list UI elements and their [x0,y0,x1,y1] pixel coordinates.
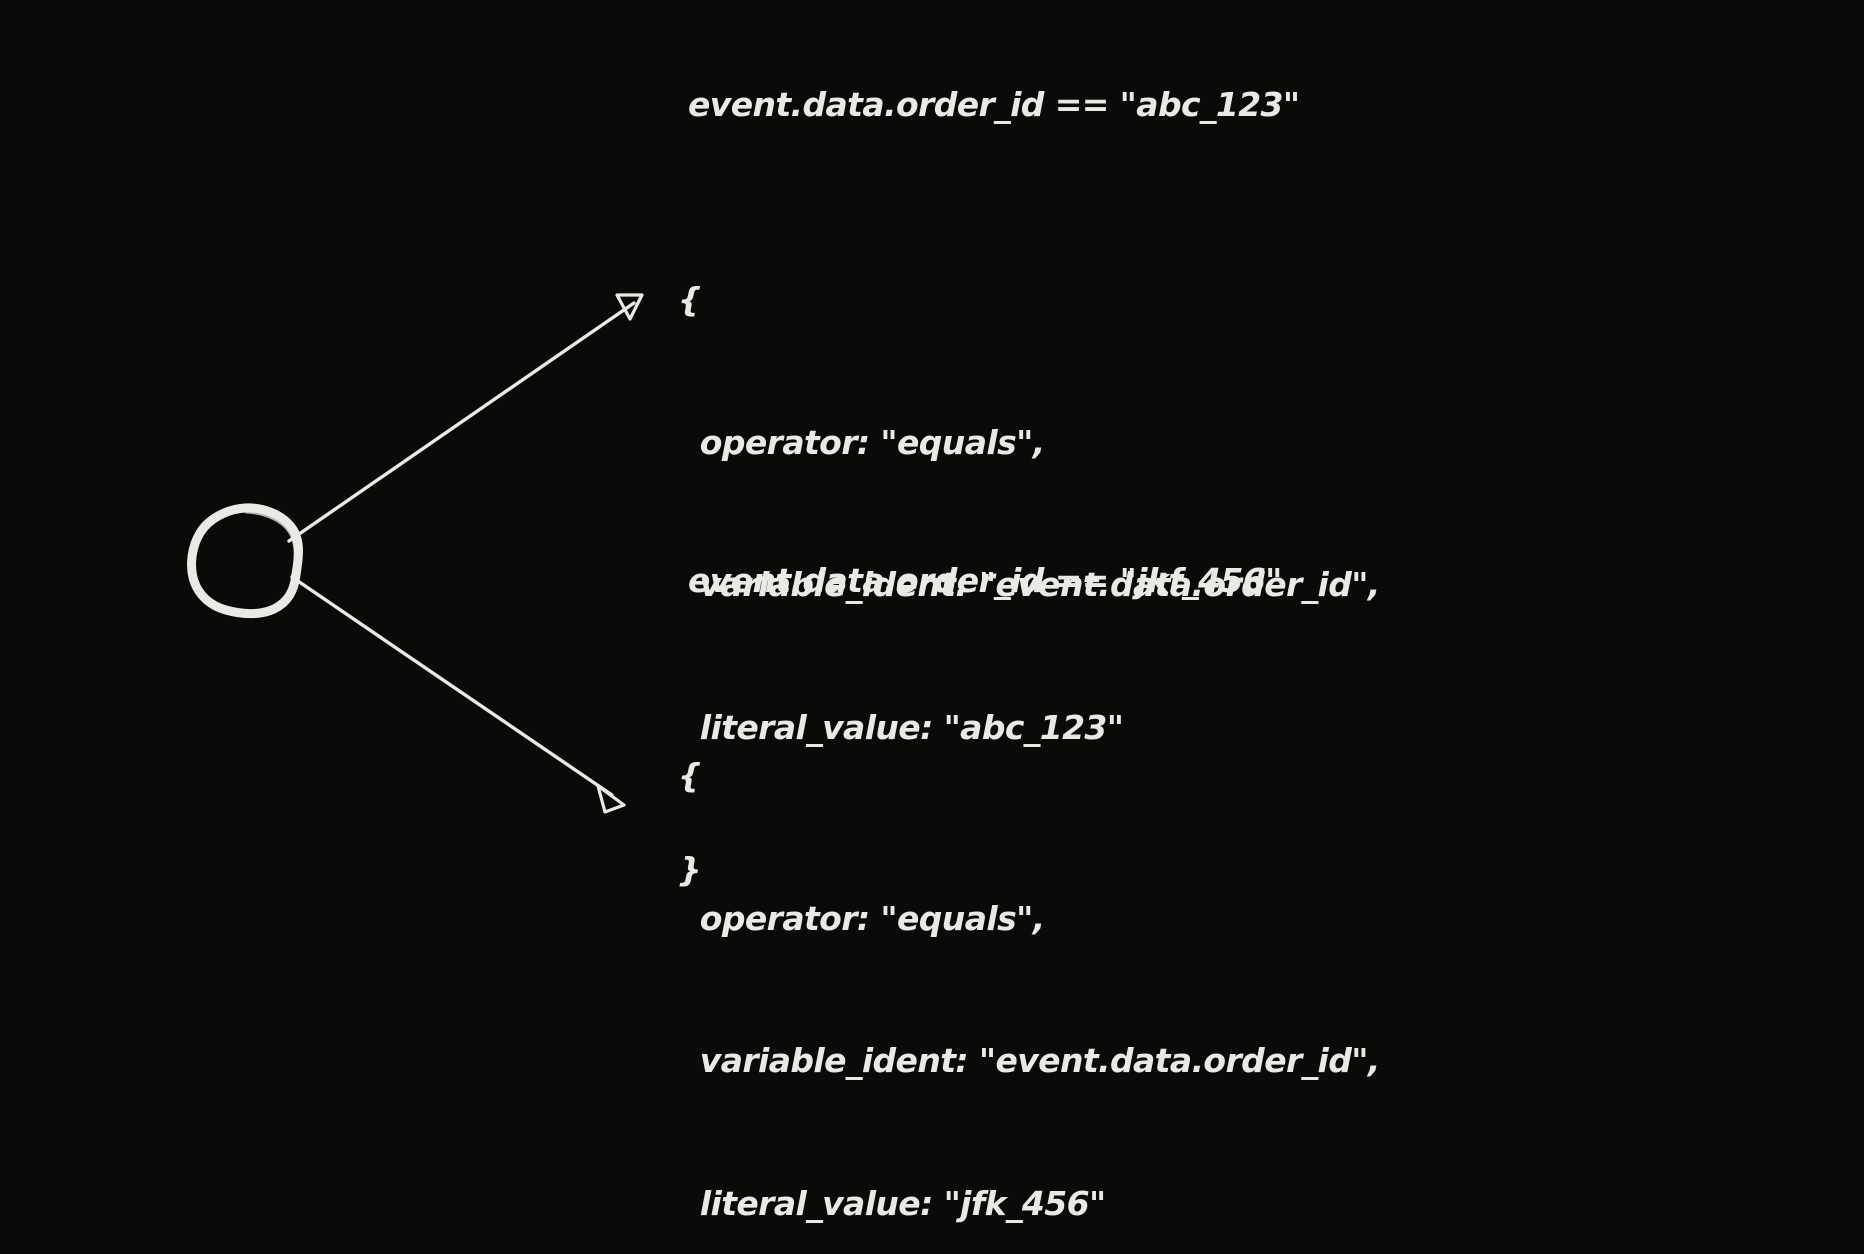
branch-one-line-operator: operator: "equals", [678,422,1045,462]
branch-one-line-close: } [678,850,702,889]
branch-one-line-variable-ident: variable_ident: "event.data.order_id", [678,565,1381,604]
branch-two-line-open: { [678,756,702,795]
branch-two-header: event.data.order_id == "jkf_456" [688,561,1282,600]
branch-two-body: { operator: "equals", variable_ident: "e… [678,657,1380,1254]
octagon-node[interactable] [187,503,303,619]
branch-two-line-literal-value: literal_value: "jfk_456" [678,1183,1106,1223]
edge-to-branch-one[interactable] [287,293,644,543]
branch-one-body: { operator: "equals", variable_ident: "e… [678,181,1380,989]
branch-one-line-open: { [678,280,702,319]
branch-one-header: event.data.order_id == "abc_123" [688,85,1300,124]
edge-to-branch-two[interactable] [290,575,626,814]
branch-two-line-operator: operator: "equals", [678,898,1045,938]
branch-one-line-literal-value: literal_value: "abc_123" [678,707,1124,747]
branch-two-line-variable-ident: variable_ident: "event.data.order_id", [678,1041,1381,1080]
